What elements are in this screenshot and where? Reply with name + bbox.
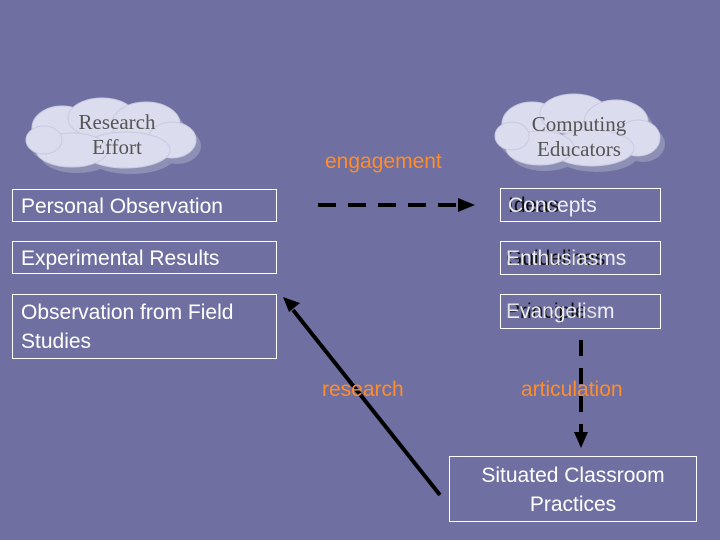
cloud-shape: [25, 97, 201, 174]
research-effort-line1: Research: [78, 110, 156, 134]
field-studies-box: Observation from Field Studies: [12, 294, 277, 359]
guidelines-label: Guidelines: [506, 247, 606, 270]
research-effort-line2: Effort: [92, 135, 142, 159]
experimental-results-box: Experimental Results: [12, 241, 277, 274]
personal-observation-label: Personal Observation: [21, 195, 223, 218]
field-studies-line1: Observation from Field: [21, 301, 234, 324]
research-arrow: [283, 297, 442, 497]
evangelism-label: Evangelism: [506, 300, 615, 323]
concepts-box: Ideas Concepts: [500, 188, 661, 222]
computing-educators-line1: Computing: [531, 112, 627, 136]
principles-label: Principles: [506, 300, 598, 323]
personal-observation-box: Personal Observation: [12, 189, 277, 222]
engagement-label: engagement: [325, 150, 442, 173]
research-label: research: [322, 378, 404, 401]
computing-educators-line2: Educators: [537, 137, 621, 161]
cloud-shape: [494, 93, 665, 172]
articulation-arrow: [574, 340, 588, 448]
situated-practices-line1: Situated Classroom: [481, 464, 665, 487]
articulation-label: articulation: [521, 378, 623, 401]
concepts-label: Concepts: [508, 194, 597, 217]
field-studies-line2: Studies: [21, 330, 92, 353]
situated-practices-line2: Practices: [529, 493, 617, 516]
experimental-results-label: Experimental Results: [21, 247, 220, 270]
computing-educators-cloud: Computing Educators: [492, 92, 672, 178]
research-effort-cloud: Research Effort: [22, 94, 208, 180]
enthusiasms-label: Enthusiasms: [506, 247, 627, 270]
situated-practices-box: Situated Classroom Practices: [449, 456, 697, 522]
engagement-arrow: [318, 198, 475, 212]
enthusiasms-box: Guidelines Enthusiasms: [500, 241, 661, 275]
evangelism-box: Principles Evangelism: [500, 294, 661, 329]
ideas-label: Ideas: [508, 194, 560, 217]
